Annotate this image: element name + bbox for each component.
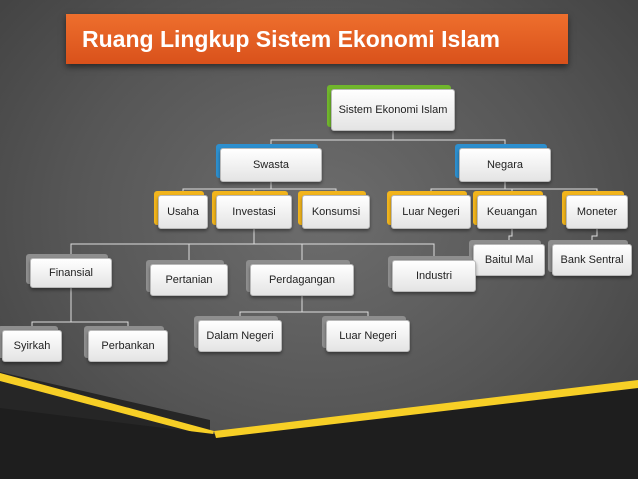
node-label: Luar Negeri xyxy=(326,320,410,352)
node-perbankan: Perbankan xyxy=(84,326,168,362)
node-label: Sistem Ekonomi Islam xyxy=(331,89,455,131)
connector-line xyxy=(188,243,254,264)
node-usaha: Usaha xyxy=(154,191,208,229)
node-label: Dalam Negeri xyxy=(198,320,282,352)
node-syirkah: Syirkah xyxy=(0,326,62,362)
node-luar-negeri-top: Luar Negeri xyxy=(387,191,471,229)
node-label: Usaha xyxy=(158,195,208,229)
node-label: Pertanian xyxy=(150,264,228,296)
node-baitul-mal: Baitul Mal xyxy=(469,240,545,276)
node-perdagangan: Perdagangan xyxy=(246,260,354,296)
node-konsumsi: Konsumsi xyxy=(298,191,370,229)
node-label: Baitul Mal xyxy=(473,244,545,276)
node-label: Investasi xyxy=(216,195,292,229)
connector-line xyxy=(70,229,255,258)
node-label: Perdagangan xyxy=(250,264,354,296)
node-label: Industri xyxy=(392,260,476,292)
node-investasi: Investasi xyxy=(212,191,292,229)
node-industri: Industri xyxy=(388,256,476,292)
node-bank-sentral: Bank Sentral xyxy=(548,240,632,276)
slide-title: Ruang Lingkup Sistem Ekonomi Islam xyxy=(66,14,568,64)
connector-line xyxy=(254,243,435,260)
node-label: Swasta xyxy=(220,148,322,182)
node-luar-negeri-bottom: Luar Negeri xyxy=(322,316,410,352)
node-swasta: Swasta xyxy=(216,144,322,182)
node-finansial: Finansial xyxy=(26,254,112,288)
node-pertanian: Pertanian xyxy=(146,260,228,296)
node-label: Keuangan xyxy=(477,195,547,229)
node-label: Perbankan xyxy=(88,330,168,362)
node-label: Syirkah xyxy=(2,330,62,362)
node-label: Luar Negeri xyxy=(391,195,471,229)
node-label: Negara xyxy=(459,148,551,182)
node-dalam-negeri: Dalam Negeri xyxy=(194,316,282,352)
node-label: Bank Sentral xyxy=(552,244,632,276)
connector-line xyxy=(31,288,72,330)
node-root: Sistem Ekonomi Islam xyxy=(327,85,455,131)
node-label: Moneter xyxy=(566,195,628,229)
node-label: Konsumsi xyxy=(302,195,370,229)
node-label: Finansial xyxy=(30,258,112,288)
node-moneter: Moneter xyxy=(562,191,628,229)
node-negara: Negara xyxy=(455,144,551,182)
node-keuangan: Keuangan xyxy=(473,191,547,229)
